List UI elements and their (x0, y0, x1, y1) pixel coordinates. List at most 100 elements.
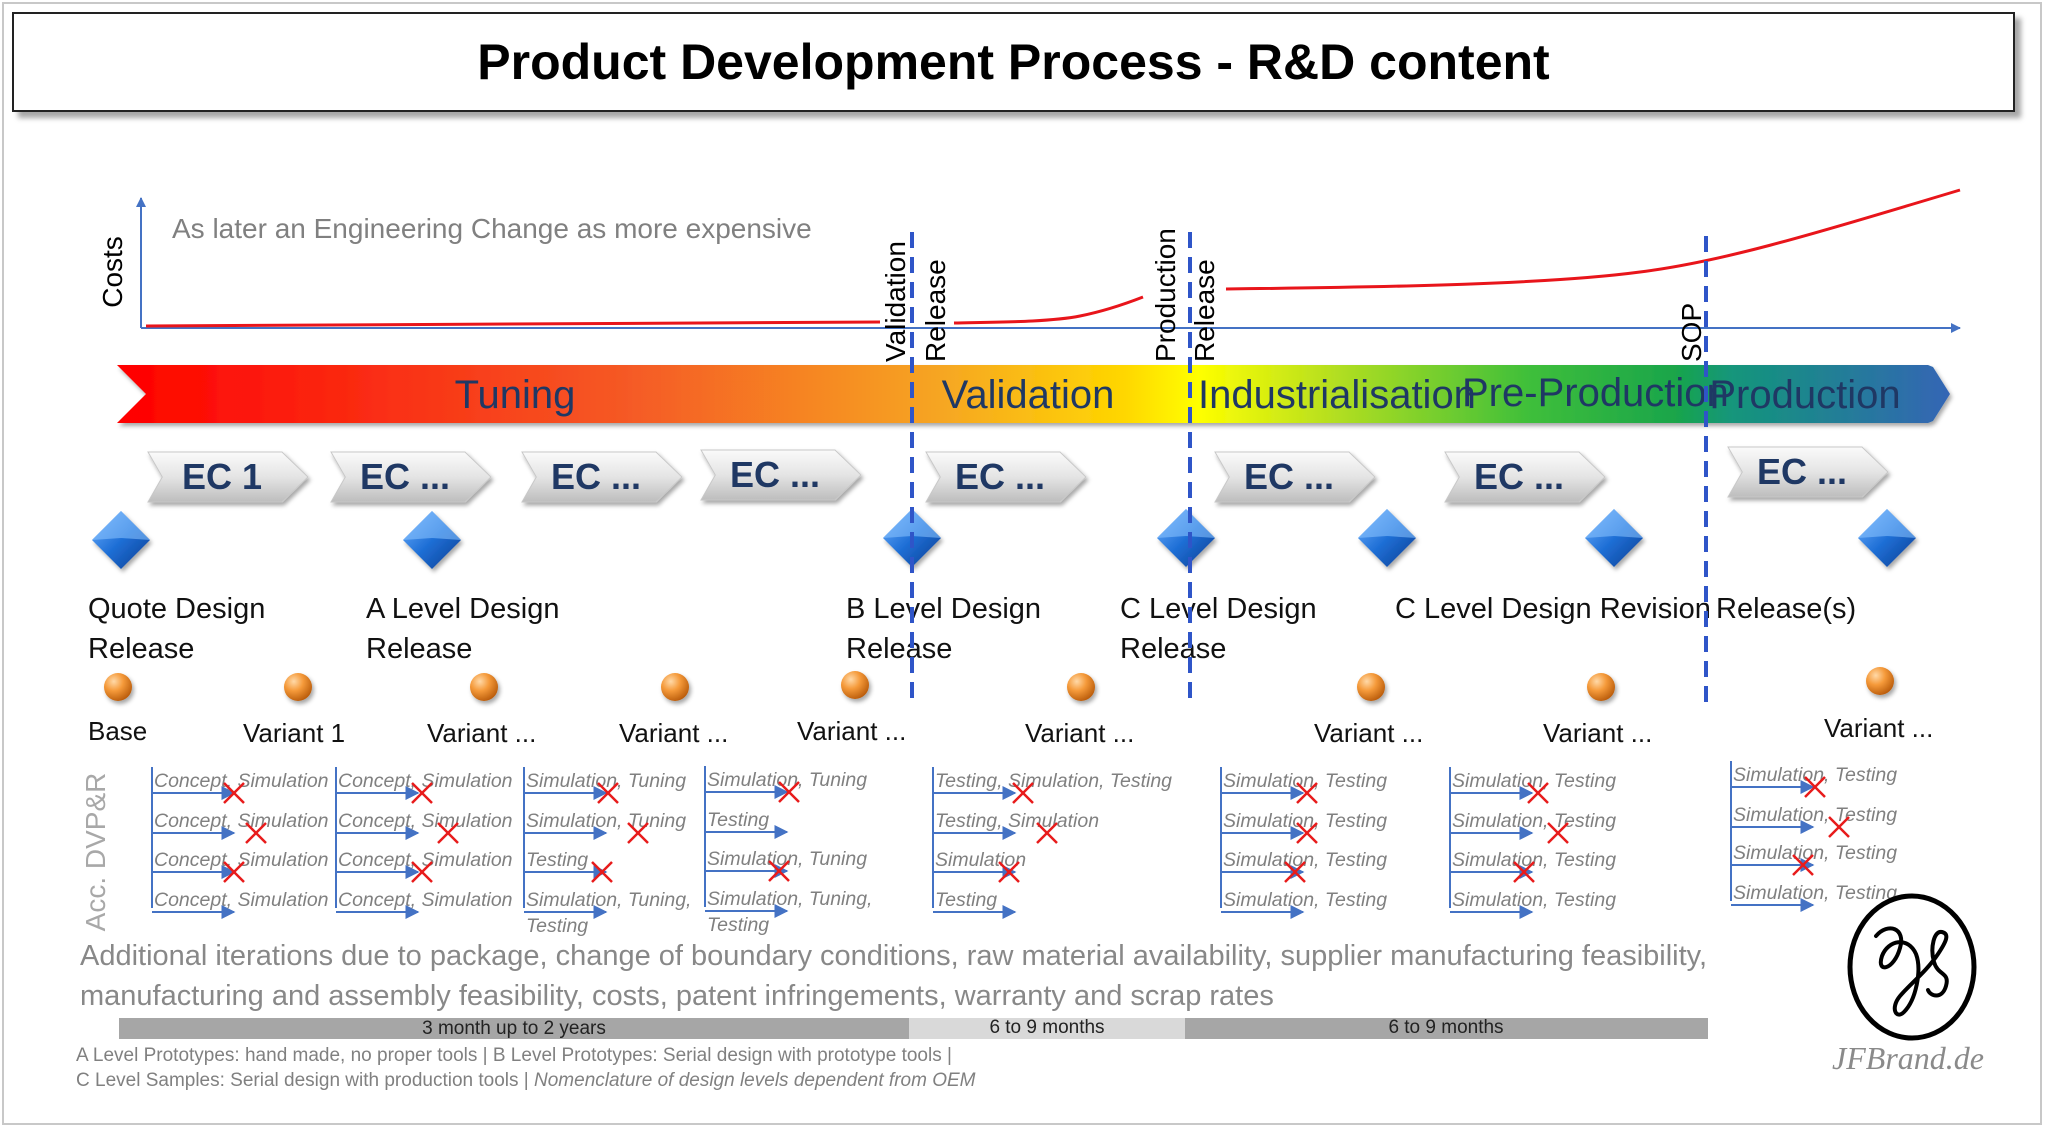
milestone-quote-line1: Quote Design (88, 593, 265, 625)
variant-ball (284, 673, 312, 701)
failed-cross-icon (245, 822, 267, 844)
cross-stroke (597, 782, 619, 804)
diamond-highlight (1858, 509, 1916, 538)
dvp-test-text: Testing (526, 849, 588, 871)
cross-stroke (627, 822, 649, 844)
variant-label: Variant ... (1314, 718, 1423, 748)
dvp-test-text: Testing (935, 889, 997, 911)
failed-cross-icon (223, 782, 245, 804)
dvp-test-text: Simulation, Testing (1452, 810, 1616, 832)
dvp-test-text: Simulation, Tuning, (707, 888, 872, 910)
variant-label: Variant ... (1824, 713, 1933, 743)
ec-arrow-shape (147, 451, 309, 503)
variant-ball (104, 673, 132, 701)
ec-label: EC ... (730, 454, 820, 495)
milestone-a-level-line2: Release (366, 633, 472, 665)
variant-label: Variant ... (619, 718, 728, 748)
dvp-test-text: Concept, Simulation (154, 849, 329, 871)
phase-arrow-shape (117, 365, 1950, 423)
page-title: Product Development Process - R&D conten… (477, 34, 1550, 90)
dvp-test-text: Simulation, Tuning (526, 810, 686, 832)
dvp-test-text: Simulation, Tuning (707, 848, 867, 870)
failed-cross-icon (1513, 861, 1535, 883)
cross-stroke (1828, 816, 1850, 838)
ec-label: EC ... (551, 456, 641, 497)
cross-stroke (411, 782, 433, 804)
failed-cross-icon (1527, 782, 1549, 804)
variant-ball (1587, 673, 1615, 701)
dvp-test-text: Simulation, Testing (1223, 810, 1387, 832)
failed-cross-icon (597, 782, 619, 804)
phase-pre-production: Pre-Production (1462, 371, 1729, 415)
cross-stroke (223, 861, 245, 883)
dvp-test-text: Concept, Simulation (338, 849, 513, 871)
milestone-releases: Release(s) (1716, 593, 1856, 625)
phase-tuning: Tuning (455, 373, 576, 417)
failed-cross-icon (1284, 861, 1306, 883)
ec-label: EC ... (1244, 456, 1334, 497)
timebar-label-3: 6 to 9 months (1388, 1017, 1503, 1038)
timebar-label-1: 3 month up to 2 years (422, 1018, 606, 1039)
dvp-test-text: Simulation, Tuning (526, 770, 686, 792)
dvp-test-text: Simulation, Testing (1733, 764, 1897, 786)
dvp-test-text: Testing (707, 914, 769, 936)
variant-label: Variant ... (797, 716, 906, 746)
milestone-labels: Quote Design Release A Level Design Rele… (88, 593, 1856, 665)
cross-stroke (1792, 854, 1814, 876)
iterations-note-line1: Additional iterations due to package, ch… (80, 940, 1707, 972)
cross-stroke (1527, 782, 1549, 804)
failed-cross-icon (627, 822, 649, 844)
variant-ball (1866, 667, 1894, 695)
phase-validation: Validation (942, 373, 1115, 417)
validation-release-label-2: Release (920, 259, 951, 362)
failed-cross-icon (998, 861, 1020, 883)
milestone-quote-line2: Release (88, 633, 194, 665)
sop-label: SOP (1676, 303, 1707, 362)
ec-label: EC ... (360, 456, 450, 497)
diamond-highlight (403, 511, 461, 540)
dvp-test-text: Concept, Simulation (154, 810, 329, 832)
milestone-b-level-line1: B Level Design (846, 593, 1041, 625)
dvp-test-text: Concept, Simulation (338, 770, 513, 792)
variant-label: Variant ... (427, 718, 536, 748)
diamond-highlight (1585, 509, 1643, 538)
signature-logo (1847, 893, 1977, 1041)
cross-stroke (1547, 822, 1569, 844)
cross-stroke (223, 782, 245, 804)
failed-cross-icon (1828, 816, 1850, 838)
milestone-c-level-line1: C Level Design (1120, 593, 1317, 625)
milestone-c-level-line2: Release (1120, 633, 1226, 665)
dvp-test-text: Testing, Simulation (935, 810, 1099, 832)
cross-stroke (998, 861, 1020, 883)
ec-arrow-shape (1727, 446, 1889, 498)
failed-cross-icon (591, 861, 613, 883)
failed-cross-icon (1036, 822, 1058, 844)
cost-annotation: As later an Engineering Change as more e… (172, 213, 812, 244)
variant-label: Variant 1 (243, 718, 345, 748)
cross-stroke (1296, 822, 1318, 844)
cost-curve-1 (145, 320, 881, 328)
ec-arrow-shape (330, 451, 492, 503)
failed-cross-icon (411, 861, 433, 883)
dvp-test-text: Simulation, Testing (1733, 842, 1897, 864)
ec-arrow: EC ... (925, 451, 1087, 503)
cross-stroke (245, 822, 267, 844)
failed-cross-icon (1296, 782, 1318, 804)
cross-stroke (437, 822, 459, 844)
phase-arrow: Tuning Validation Industrialisation Pre-… (117, 365, 1950, 423)
cross-stroke (411, 861, 433, 883)
failed-cross-icon (437, 822, 459, 844)
dvp-test-text: Simulation, Tuning (707, 769, 867, 791)
footnote-line2-italic: Nomenclature of design levels dependent … (534, 1070, 976, 1091)
variant-ball (470, 673, 498, 701)
ec-label: EC ... (1474, 456, 1564, 497)
